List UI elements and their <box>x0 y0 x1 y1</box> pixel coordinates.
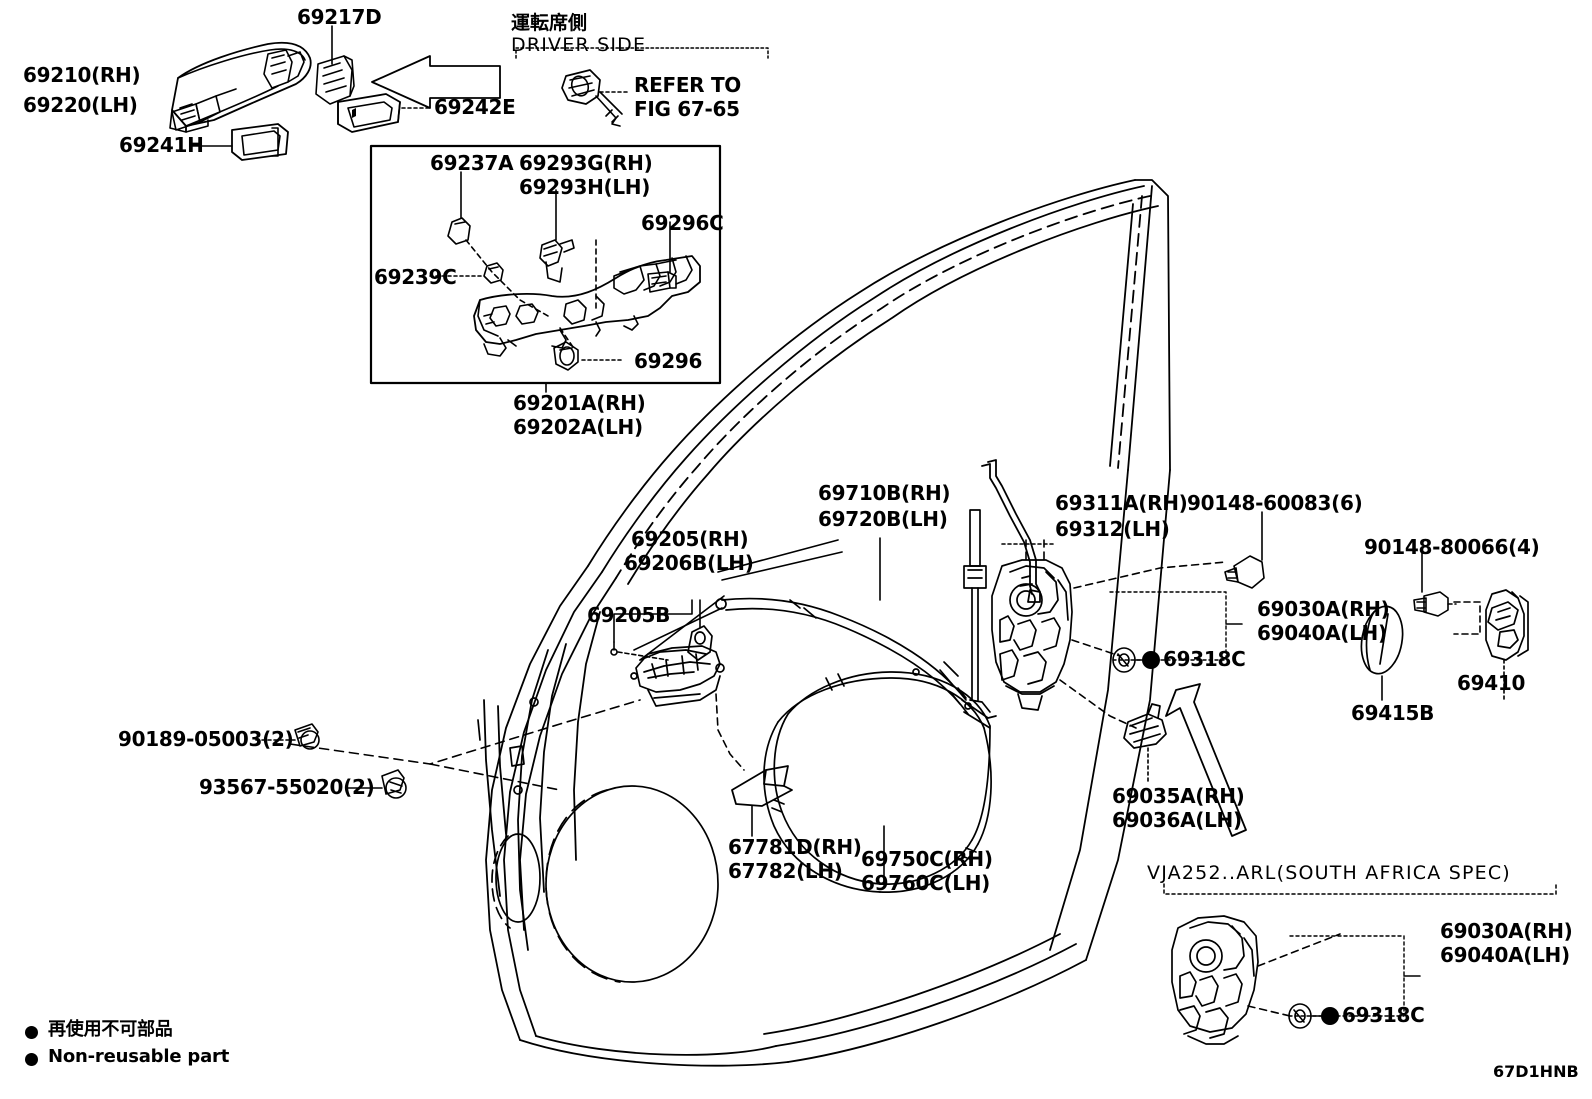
label-screw-90189-05003: 90189-05003(2) <box>118 727 294 751</box>
driver-side-title-jp: 運転席側 <box>511 12 588 34</box>
label-69036a-lh: 69036A(LH) <box>1112 808 1242 832</box>
clip-90189-05003-art <box>294 723 320 750</box>
label-69242e: 69242E <box>434 95 516 119</box>
non-reusable-dot <box>1321 1007 1339 1025</box>
plug-69415b-art <box>1360 605 1404 675</box>
legend-text-jp: 再使用不可部品 <box>48 1019 173 1040</box>
label-69237a: 69237A <box>430 151 514 175</box>
label-69760c-lh: 69760C(LH) <box>861 871 991 895</box>
label-bolt-90148-80066: 90148-80066(4) <box>1364 535 1540 559</box>
door-panel-apertures <box>477 697 719 983</box>
legend-text-en: Non-reusable part <box>48 1046 230 1067</box>
sa-door-lock-art <box>1171 915 1259 1045</box>
label-69710b-rh: 69710B(RH) <box>818 481 951 505</box>
label-69318c: 69318C <box>1163 647 1246 671</box>
south-africa-bracket <box>1163 883 1557 895</box>
label-69720b-lh: 69720B(LH) <box>818 507 948 531</box>
handle-cap-69242e-art <box>337 93 401 133</box>
label-69210-rh: 69210(RH) <box>23 63 141 87</box>
label-69293g-rh: 69293G(RH) <box>519 151 653 175</box>
label-69040a-lh: 69040A(LH) <box>1257 621 1387 645</box>
label-69035a-rh: 69035A(RH) <box>1112 784 1245 808</box>
label-69415b: 69415B <box>1351 701 1435 725</box>
label-69410: 69410 <box>1457 671 1526 695</box>
diagram-code: 67D1HNB <box>1493 1062 1579 1081</box>
bracket-69293g-art <box>539 239 575 283</box>
door-panel-outline <box>483 179 1171 1067</box>
door-lock-assembly-art <box>991 559 1073 711</box>
label-69311a-rh: 69311A(RH) <box>1055 491 1188 515</box>
label-69206b-lh: 69206B(LH) <box>624 551 754 575</box>
bolt-90148-80066-art <box>1413 591 1449 617</box>
label-69202a-lh: 69202A(LH) <box>513 415 643 439</box>
screw-69296-art <box>553 341 579 371</box>
striker-69410-art <box>1485 589 1529 661</box>
assembly-direction-arrow <box>371 55 501 109</box>
handle-cap-69241h-art <box>231 123 289 161</box>
label-69205b: 69205B <box>587 603 671 627</box>
refer-to-line2: FIG 67-65 <box>634 97 740 121</box>
control-rod-69311a-art <box>981 459 1041 603</box>
label-69239c: 69239C <box>374 265 457 289</box>
label-69296: 69296 <box>634 349 703 373</box>
label-69241h: 69241H <box>119 133 204 157</box>
bolt-90148-60083-art <box>1224 555 1265 589</box>
outer-door-handle-art <box>169 41 312 133</box>
south-africa-callout-arrow <box>1165 683 1247 837</box>
handle-cover-69217d-art <box>315 55 355 105</box>
label-bolt-90148-60083: 90148-60083(6) <box>1187 491 1363 515</box>
legend-dot-en <box>25 1053 38 1066</box>
door-handle-frame-art <box>473 255 701 357</box>
retainer-69035a-art <box>1123 703 1167 749</box>
label-sa-69318c: 69318C <box>1342 1003 1425 1027</box>
label-69205-rh: 69205(RH) <box>631 527 749 551</box>
label-69750c-rh: 69750C(RH) <box>861 847 993 871</box>
legend-dot-jp <box>25 1026 38 1039</box>
screw-93567-55020-art <box>381 769 407 799</box>
rod-connector-art <box>963 509 991 713</box>
driver-side-title-en: DRIVER SIDE <box>511 34 647 56</box>
label-screw-93567-55020: 93567-55020(2) <box>199 775 375 799</box>
protector-67781d-art <box>731 765 793 807</box>
sa-lock-group-bracket <box>1289 935 1421 1017</box>
key-art <box>561 69 623 127</box>
label-69030a-rh: 69030A(RH) <box>1257 597 1390 621</box>
label-69201a-rh: 69201A(RH) <box>513 391 646 415</box>
refer-to-line1: REFER TO <box>634 73 741 97</box>
label-south-africa-spec: VJA252..ARL(SOUTH AFRICA SPEC) <box>1147 862 1511 884</box>
driver-side-bracket <box>515 47 769 59</box>
label-69293h-lh: 69293H(LH) <box>519 175 651 199</box>
inner-door-handle-art <box>630 625 725 707</box>
clip-69318c-art <box>1112 647 1136 673</box>
label-69312-lh: 69312(LH) <box>1055 517 1170 541</box>
grommet-69239c-art <box>483 262 504 284</box>
label-69220-lh: 69220(LH) <box>23 93 138 117</box>
label-sa-69030a-rh: 69030A(RH) <box>1440 919 1573 943</box>
label-69217d: 69217D <box>297 5 382 29</box>
door-lock-cables-art <box>715 597 997 893</box>
bracket-69205b-leader <box>610 599 693 661</box>
label-67782-lh: 67782(LH) <box>728 859 843 883</box>
lock-group-bracket <box>1109 591 1243 661</box>
label-69296c: 69296C <box>641 211 724 235</box>
label-sa-69040a-lh: 69040A(LH) <box>1440 943 1570 967</box>
clip-69237a-art <box>447 217 471 245</box>
non-reusable-dot <box>1142 651 1160 669</box>
label-67781d-rh: 67781D(RH) <box>728 835 862 859</box>
part-69296c-art <box>647 271 677 293</box>
